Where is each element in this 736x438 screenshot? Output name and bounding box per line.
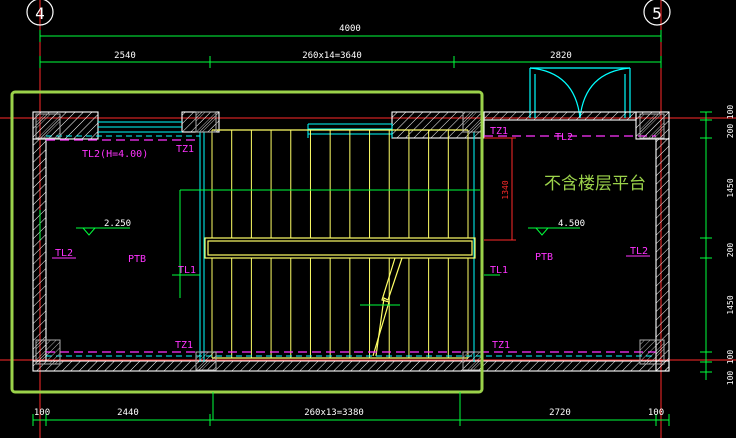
windows xyxy=(98,121,475,362)
label-tz1-bottom-left: TZ1 xyxy=(175,340,193,351)
dim-total-top: 4000 xyxy=(339,24,361,34)
label-tz1-top-left: TZ1 xyxy=(176,144,194,155)
column-bottom-far-left xyxy=(35,339,61,365)
wall-left xyxy=(32,138,47,362)
dim-top-middle: 260x14=3640 xyxy=(302,51,362,61)
dim-bottom-right-edge: 100 xyxy=(648,408,664,418)
level-right: 4.500 xyxy=(558,219,585,229)
label-tl2-right: TL2 xyxy=(630,246,648,257)
highlight-box xyxy=(10,90,484,394)
dim-right-100-top: 100 xyxy=(726,105,735,120)
label-ptb-right: PTB xyxy=(535,252,553,263)
dim-top-left: 2540 xyxy=(114,51,136,61)
dim-right-200: 200 xyxy=(726,124,735,139)
bottom-dimensions xyxy=(32,392,670,426)
label-tz1-bottom-right: TZ1 xyxy=(492,340,510,351)
top-dimensions xyxy=(39,30,662,68)
column-bottom-far-right xyxy=(639,339,665,365)
label-tl2-top-right: TL2 xyxy=(555,132,573,143)
dim-right-1450-a: 1450 xyxy=(726,178,735,197)
right-dimensions xyxy=(700,111,712,380)
stair-treads xyxy=(211,130,469,358)
grid-label-5: 5 xyxy=(652,4,662,23)
column-bottom-left xyxy=(195,351,217,371)
label-ptb-left: PTB xyxy=(128,254,146,265)
cyan-dashed xyxy=(46,135,656,357)
construction-lines xyxy=(39,189,580,306)
door-symbol xyxy=(529,67,631,119)
column-top-right xyxy=(462,111,484,133)
dim-bottom-middle: 260x13=3380 xyxy=(304,408,364,418)
columns xyxy=(35,111,665,371)
dim-top-right: 2820 xyxy=(550,51,572,61)
dim-right-100-b: 100 xyxy=(726,350,735,365)
annotation-text: 不含楼层平台 xyxy=(544,174,646,194)
stair-outline xyxy=(204,129,476,359)
column-top-far-right xyxy=(639,113,665,139)
dim-red-vertical: 1340 xyxy=(501,180,510,199)
level-left: 2.250 xyxy=(104,219,131,229)
dim-right-100-c: 100 xyxy=(726,371,735,386)
label-tz1-top-right: TZ1 xyxy=(490,126,508,137)
dim-bottom-right: 2720 xyxy=(549,408,571,418)
dim-bottom-left-edge: 100 xyxy=(34,408,50,418)
dim-bottom-left: 2440 xyxy=(117,408,139,418)
dim-right-1450-b: 1450 xyxy=(726,295,735,314)
label-tl2-left: TL2 xyxy=(55,248,73,259)
label-tl2-note: TL2(H=4.00) xyxy=(82,149,148,160)
grid-label-4: 4 xyxy=(35,4,45,23)
grid-bubble-4: 4 xyxy=(26,0,54,26)
column-top-left xyxy=(195,111,217,133)
red-dimension xyxy=(484,137,516,241)
label-tl1-left: TL1 xyxy=(178,265,196,276)
wall-right xyxy=(655,138,670,372)
dim-right-200-b: 200 xyxy=(726,243,735,258)
wall-top-far-right xyxy=(483,111,637,121)
column-top-far-left xyxy=(35,113,61,139)
label-tl1-right: TL1 xyxy=(490,265,508,276)
column-bottom-right xyxy=(462,351,484,371)
wall-bottom xyxy=(32,360,670,372)
beam-lines xyxy=(46,135,656,353)
stair-handrail-beam xyxy=(204,237,476,259)
grid-bubble-5: 5 xyxy=(643,0,671,26)
